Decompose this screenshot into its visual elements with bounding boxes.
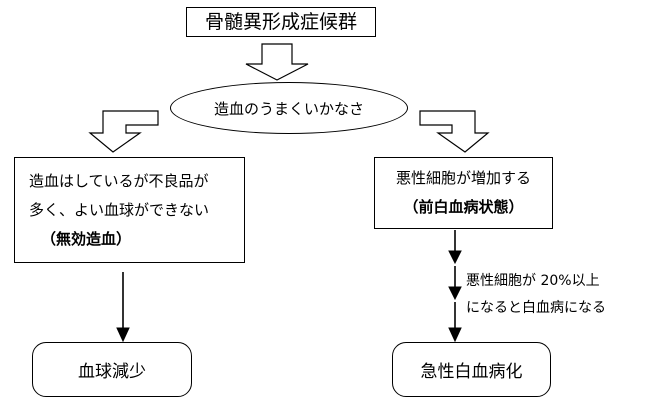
bottom-left-box-label: 血球減少 bbox=[78, 362, 146, 382]
left-box-line-2: 多く、よい血球ができない bbox=[29, 200, 210, 219]
node-title-box: 骨髄異形成症候群 bbox=[186, 7, 376, 37]
block-arrow-ellipse-to-right-box bbox=[419, 110, 490, 153]
arrow-right-seg3-head bbox=[448, 327, 462, 343]
node-right-box: 悪性細胞が増加する （前白血病状態） bbox=[374, 157, 553, 229]
annotation-line-2: になると白血病になる bbox=[466, 300, 606, 316]
arrow-right-seg2-head bbox=[448, 286, 462, 301]
arrow-left-box-to-bottom-left-head bbox=[116, 327, 130, 343]
left-box-line-1: 造血はしているが不良品が bbox=[29, 171, 209, 190]
node-title-label: 骨髄異形成症候群 bbox=[204, 11, 357, 33]
block-arrow-title-to-ellipse bbox=[245, 43, 309, 81]
node-ellipse-label: 造血のうまくいかなさ bbox=[213, 99, 364, 118]
node-bottom-right-box: 急性白血病化 bbox=[392, 342, 551, 397]
node-ellipse-hematopoiesis: 造血のうまくいかなさ bbox=[170, 82, 408, 134]
annotation-leukemia-threshold: 悪性細胞が 20%以上 になると白血病になる bbox=[466, 268, 652, 322]
node-left-box: 造血はしているが不良品が 多く、よい血球ができない （無効造血） bbox=[14, 157, 245, 263]
left-box-line-3: （無効造血） bbox=[41, 229, 132, 248]
bottom-right-box-label: 急性白血病化 bbox=[420, 362, 523, 382]
annotation-line-1: 悪性細胞が 20%以上 bbox=[466, 273, 600, 289]
right-box-line-1: 悪性細胞が増加する bbox=[395, 169, 531, 187]
right-box-line-2: （前白血病状態） bbox=[403, 198, 524, 216]
node-bottom-left-box: 血球減少 bbox=[32, 342, 192, 397]
arrow-right-seg1-head bbox=[448, 250, 462, 265]
block-arrow-ellipse-to-left-box bbox=[88, 110, 159, 153]
